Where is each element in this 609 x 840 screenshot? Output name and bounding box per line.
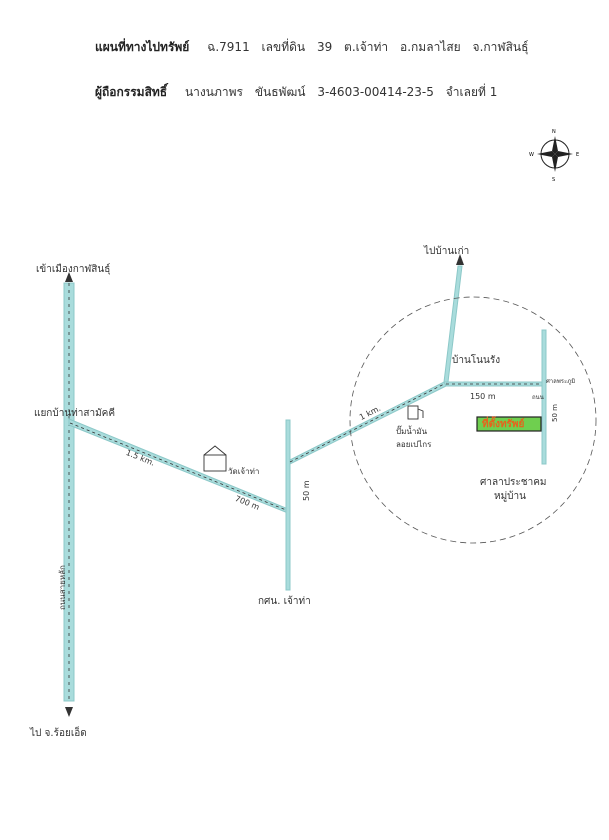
header-deed: ฉ.7911 [207,40,250,54]
header-subdistrict: ต.เจ้าท่า [344,40,389,54]
label-road: ถนน [532,394,544,401]
arrow-old-village-icon [456,254,464,265]
gas-pump-icon [407,405,419,420]
label-to-old-village: ไปบ้านเก่า [424,246,470,257]
compass-s: S [552,177,555,183]
label-sala-1: ศาลาประชาคม [480,477,547,488]
arrow-up-icon [65,272,73,282]
header-title-2: ผู้ถือกรรมสิทธิ์ [95,85,168,99]
compass-icon [537,136,573,172]
header-title-1: แผนที่ทางไปทรัพย์ [95,40,190,54]
area-circle [349,296,597,544]
road-to-village-centerline [289,383,445,463]
header-land-no: 39 [316,40,333,54]
header-province: จ.กาฬสินธุ์ [472,40,529,54]
owner-id: 3-4603-00414-23-5 [317,85,434,99]
road-to-office-centerline [69,422,287,511]
compass-e: E [576,152,579,158]
owner-first-name: นางนภาพร [184,85,243,99]
label-dist-50-right: 50 m [551,404,559,422]
temple-roof-icon [203,445,227,456]
header-line-2: ผู้ถือกรรมสิทธิ์ นางนภาพร ขันธพัฒน์ 3-46… [95,83,497,102]
header-district: อ.กมลาไสย [400,40,461,54]
label-to-roiet: ไป จ.ร้อยเอ็ด [30,728,87,739]
label-highway: ถนนสายหลัก [58,565,67,610]
header-land-no-label: เลขที่ดิน [261,40,306,54]
label-dist-150: 150 m [470,392,496,401]
compass-n: N [552,129,556,135]
owner-last-name: ขันธพัฒน์ [254,85,306,99]
label-gas-station: ปั๊มน้ำมัน [396,427,428,436]
label-junction: แยกบ้านท่าสามัคคี [34,408,116,419]
main-highway [63,282,75,702]
owner-role: จำเลยที่ 1 [445,85,498,99]
property-marker [476,416,542,432]
label-office: กศน. เจ้าท่า [258,596,311,607]
label-house-small: ศาลพระภูมิ [546,378,576,385]
label-village: บ้านโนนรัง [452,355,501,366]
label-property: ที่ตั้งทรัพย์ [482,419,525,430]
temple-icon [203,454,227,472]
label-gas-station-2: ลอยเปไกร [396,440,432,449]
compass-w: W [529,152,534,158]
label-temple: วัดเจ้าท่า [228,467,260,476]
right-road [541,329,547,465]
road-to-village [289,381,447,465]
label-dist-50-left: 50 m [302,480,311,501]
label-sala-2: หมู่บ้าน [494,491,526,502]
office-road [285,419,291,591]
header-line-1: แผนที่ทางไปทรัพย์ ฉ.7911 เลขที่ดิน 39 ต.… [95,38,528,57]
label-to-kalasin: เข้าเมืองกาฬสินธุ์ [36,264,111,275]
arrow-down-icon [65,707,73,717]
gas-pump-hose-icon [417,408,424,418]
